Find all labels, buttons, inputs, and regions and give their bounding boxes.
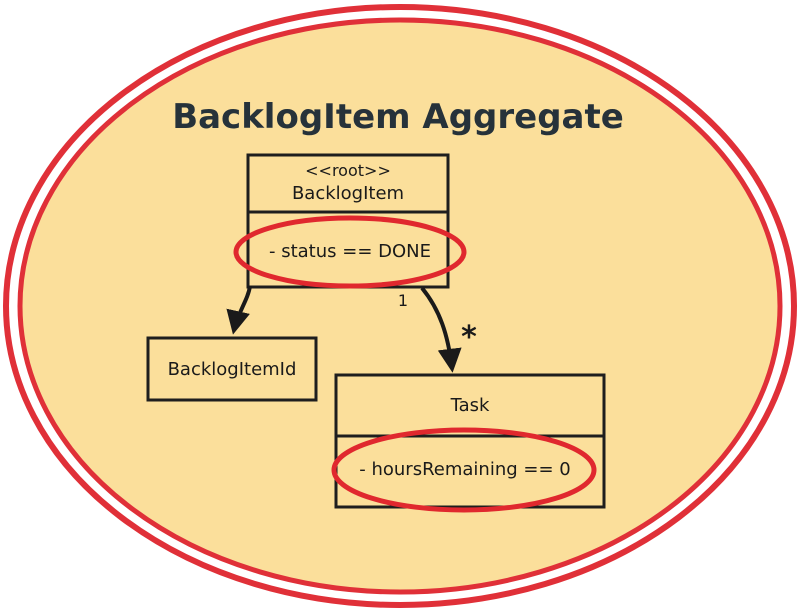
backlog-item-id-name: BacklogItemId (168, 359, 297, 380)
root-entity-name: BacklogItem (292, 183, 404, 204)
task-entity-name: Task (450, 395, 490, 416)
task-hours-attribute: - hoursRemaining == 0 (359, 459, 570, 480)
root-status-attribute: - status == DONE (269, 241, 431, 262)
highlight-hours-ellipse (331, 427, 597, 513)
arrow-root-to-id (226, 285, 252, 335)
root-entity-box[interactable]: <<root>> BacklogItem - status == DONE (246, 153, 450, 289)
highlight-status-ellipse (233, 215, 467, 289)
backlog-item-id-box[interactable]: BacklogItemId (146, 336, 318, 402)
source-multiplicity: 1 (398, 291, 408, 310)
arrow-root-to-task (420, 286, 462, 373)
root-stereotype: <<root>> (305, 161, 391, 180)
aggregate-title: BacklogItem Aggregate (172, 97, 624, 137)
target-multiplicity: * (461, 320, 477, 355)
